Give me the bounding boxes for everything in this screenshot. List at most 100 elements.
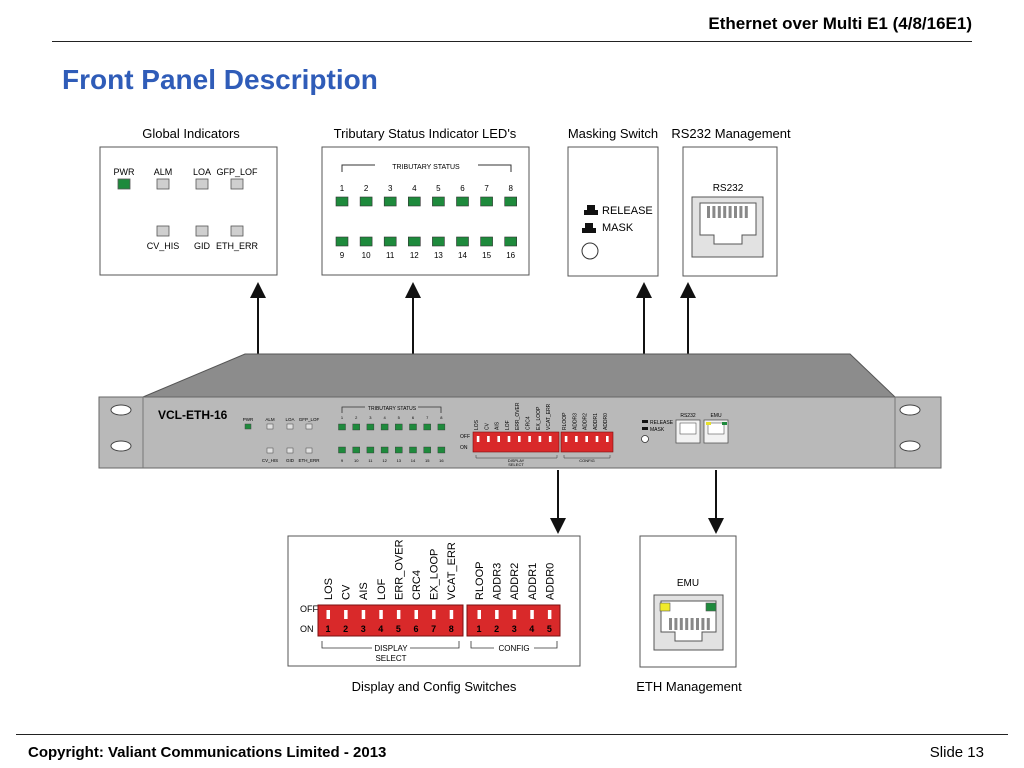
pin-icon (706, 618, 710, 630)
switch-lever (585, 436, 588, 442)
global-indicators-panel (99, 146, 278, 276)
device-masking-switch: RELEASE MASK (641, 420, 674, 443)
device-rs232-port-icon (675, 419, 701, 444)
switch-lever (538, 436, 542, 442)
display-switch-label: LOS (323, 578, 335, 600)
pin-icon (723, 206, 727, 218)
led-icon (383, 196, 397, 207)
device-model-label: VCL-ETH-16 (158, 408, 228, 422)
on-label: ON (300, 624, 314, 634)
indicator-label: GID (194, 241, 211, 251)
pin-icon (701, 618, 705, 630)
switch-number: 2 (343, 624, 348, 634)
display-switch-label: EX_LOOP (429, 549, 441, 600)
eth-caption: ETH Management (636, 679, 742, 694)
device-off-label: OFF (460, 434, 470, 440)
footer-divider (16, 734, 1008, 735)
device-indicator-label: LOA (285, 417, 294, 422)
led-icon (338, 446, 346, 454)
pin-icon (707, 206, 710, 218)
device-rs232-label: RS232 (680, 413, 696, 419)
led-icon (117, 178, 131, 190)
device-emu-label: EMU (710, 413, 722, 419)
tributary-number: 13 (434, 251, 443, 260)
device-switch-label: ERR_OVER (515, 402, 521, 430)
display-group-label: DISPLAY (374, 644, 408, 653)
tributary-number: 4 (412, 184, 417, 193)
led-icon (286, 423, 294, 430)
switch-lever (326, 610, 330, 619)
device-config-group-label: CONFIG (579, 458, 595, 463)
led-icon (156, 178, 170, 190)
device-display-switch-bank (472, 431, 560, 453)
indicator-label: CV_HIS (147, 241, 180, 251)
switch-lever (547, 610, 552, 619)
led-icon (335, 196, 349, 207)
tributary-number: 12 (410, 251, 419, 260)
off-label: OFF (300, 604, 318, 614)
tributary-number: 3 (388, 184, 393, 193)
device-config-label: ADDR3 (572, 413, 578, 430)
switch-lever (414, 610, 418, 619)
device-switch-label: LOF (505, 420, 511, 430)
switches-caption: Display and Config Switches (352, 679, 517, 694)
mask-button-icon (582, 223, 596, 233)
mask-label: MASK (602, 222, 634, 234)
rs232-port-label: RS232 (713, 183, 744, 194)
display-switch-bank (317, 604, 464, 637)
header-divider (52, 41, 972, 42)
device-release-label: RELEASE (650, 420, 674, 426)
led-icon (380, 446, 389, 454)
indicator-label: GFP_LOF (216, 167, 258, 177)
device-indicator-label: ETH_ERR (298, 458, 320, 463)
masking-caption: Masking Switch (568, 126, 658, 141)
pin-icon (696, 618, 699, 630)
tributary-number: 1 (340, 184, 345, 193)
chassis-top (142, 353, 897, 398)
device-tributary-number: 2 (355, 415, 358, 420)
led-icon (409, 423, 417, 431)
led-icon (504, 236, 518, 247)
led-icon (395, 423, 403, 431)
switch-lever (518, 436, 521, 442)
tributary-number: 11 (386, 251, 395, 260)
device-switch-label: CRC4 (526, 416, 532, 430)
switch-lever (497, 436, 500, 442)
device-switch-label: VCAT_ERR (546, 403, 552, 430)
device-tributary-number: 1 (341, 415, 344, 420)
device-indicator-label: PWR (243, 417, 254, 422)
switch-lever (528, 436, 531, 442)
pin-icon (669, 618, 672, 630)
switch-lever (575, 436, 578, 442)
device-select-label: SELECT (508, 462, 524, 467)
slide-number: Slide 13 (929, 744, 984, 761)
page-heading: Front Panel Description (62, 64, 378, 95)
tributary-bracket (341, 164, 512, 172)
switch-number: 1 (476, 624, 481, 634)
tributary-panel (321, 146, 530, 276)
mount-hole-icon (899, 440, 921, 452)
led-icon (366, 446, 375, 454)
led-icon (407, 196, 421, 207)
display-switch-label: AIS (358, 582, 370, 600)
led-icon (380, 423, 389, 431)
led-icon (423, 446, 431, 454)
switch-lever (432, 610, 436, 619)
device-tributary-number: 13 (397, 458, 402, 463)
device-switch-label: AIS (495, 421, 501, 430)
device-tributary-number: 8 (440, 415, 443, 420)
device-display-bracket (475, 455, 558, 459)
release-button-icon (584, 205, 598, 215)
tributary-number: 9 (340, 251, 345, 260)
tributary-number: 6 (460, 184, 465, 193)
device-tributary-number: 15 (425, 458, 430, 463)
led-icon (366, 423, 375, 431)
config-switch-label: ADDR0 (544, 563, 556, 600)
device-tributary-number: 3 (369, 415, 372, 420)
device-config-bracket (563, 455, 611, 459)
pin-icon (679, 618, 683, 630)
pin-icon (734, 206, 737, 218)
device-tributary-number: 16 (439, 458, 444, 463)
switch-number: 2 (494, 624, 499, 634)
